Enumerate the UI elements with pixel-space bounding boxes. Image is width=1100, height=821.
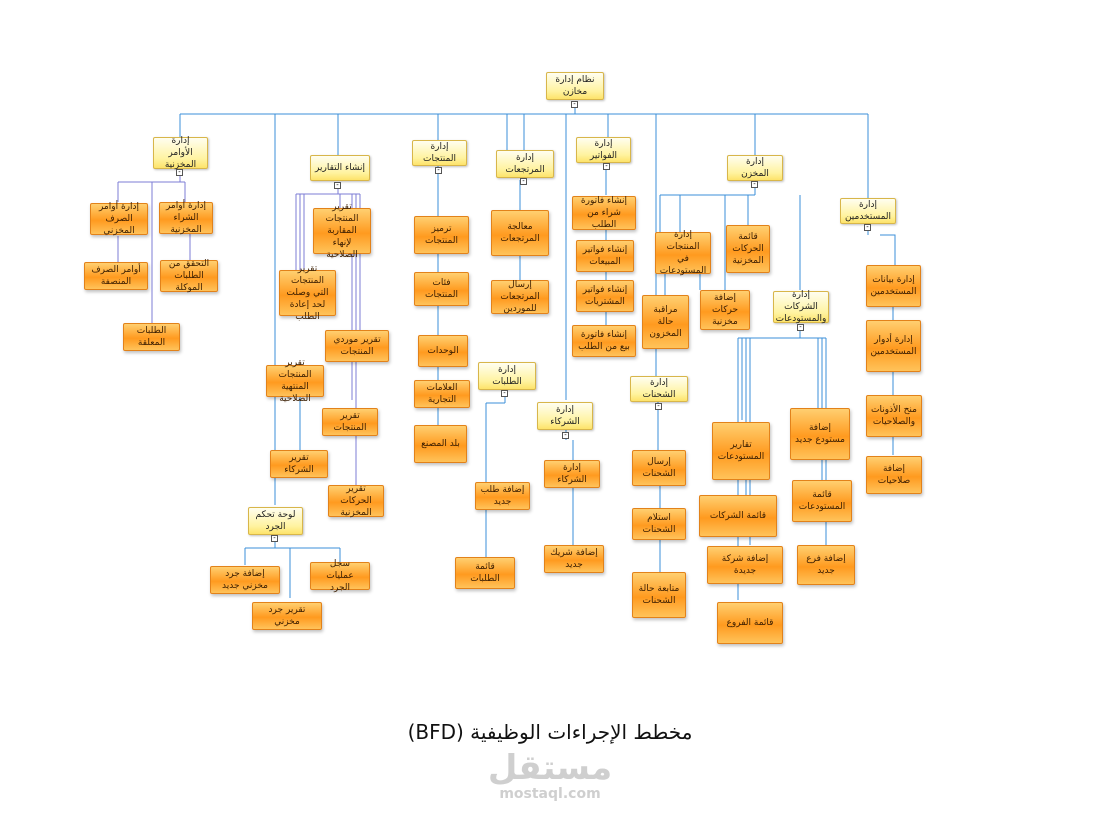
shipping-item-3[interactable]: متابعة حالة الشحنات	[632, 572, 686, 618]
invoices-item-2[interactable]: إنشاء فواتير المبيعات	[576, 240, 634, 272]
users-item-3[interactable]: منح الأذونات والصلاحيات	[866, 395, 922, 437]
branch-returns[interactable]: إدارة المرتجعات	[496, 150, 554, 178]
collapse-toggle-root[interactable]: -	[571, 100, 578, 108]
users-item-2[interactable]: إدارة أدوار المستخدمين	[866, 320, 921, 372]
products-item-2[interactable]: فئات المنتجات	[414, 272, 469, 306]
branch-requests[interactable]: إدارة الطلبات	[478, 362, 536, 390]
branch-shipping[interactable]: إدارة الشحنات	[630, 376, 688, 402]
users-item-1[interactable]: إدارة بيانات المستخدمين	[866, 265, 921, 307]
reports-item-3[interactable]: تقرير موردي المنتجات	[325, 330, 389, 362]
invoices-item-3[interactable]: إنشاء فواتير المشتريات	[576, 280, 634, 312]
companies-item-2[interactable]: قائمة الشركات	[699, 495, 777, 537]
companies-item-5[interactable]: إضافة مستودع جديد	[790, 408, 850, 460]
orders-item-5[interactable]: الطلبات المعلقة	[123, 323, 180, 351]
orders-item-1[interactable]: إدارة أوامر الصرف المخزني	[90, 202, 148, 236]
shipping-item-1[interactable]: إرسال الشحنات	[632, 450, 686, 486]
branch-orders[interactable]: إدارة الأوامر المخزنية	[153, 136, 208, 170]
orders-item-2[interactable]: إدارة أوامر الشراء المخزنية	[159, 201, 213, 235]
inventory-item-1[interactable]: إضافة جرد مخزني جديد	[210, 566, 280, 594]
requests-item-1[interactable]: إضافة طلب جديد	[475, 482, 530, 510]
inventory-item-3[interactable]: تقرير جرد مخزني	[252, 602, 322, 630]
shipping-item-2[interactable]: استلام الشحنات	[632, 508, 686, 540]
branch-reports[interactable]: إنشاء التقارير	[310, 155, 370, 181]
collapse-toggle-inventory[interactable]: -	[271, 534, 278, 542]
collapse-toggle-users[interactable]: -	[864, 223, 871, 231]
warehouse-item-3[interactable]: مراقبة حالة المخزون	[642, 295, 689, 349]
reports-item-7[interactable]: تقرير الحركات المخزنية	[328, 484, 384, 518]
returns-item-2[interactable]: إرسال المرتجعات للموردين	[491, 280, 549, 314]
inventory-item-2[interactable]: سجل عمليات الجرد	[310, 559, 370, 593]
products-item-4[interactable]: العلامات التجارية	[414, 380, 470, 408]
products-item-3[interactable]: الوحدات	[418, 335, 468, 367]
watermark-logo: مستقل	[487, 748, 613, 788]
collapse-toggle-partners[interactable]: -	[562, 431, 569, 439]
companies-item-1[interactable]: تقارير المستودعات	[712, 422, 770, 480]
companies-item-6[interactable]: قائمة المستودعات	[792, 480, 852, 522]
branch-warehouse[interactable]: إدارة المخزن	[727, 155, 783, 181]
warehouse-item-2[interactable]: قائمة الحركات المخزنية	[726, 225, 770, 273]
branch-inventory[interactable]: لوحة تحكم الجرد	[248, 507, 303, 535]
collapse-toggle-products[interactable]: -	[435, 166, 442, 174]
partners-item-2[interactable]: إضافة شريك جديد	[544, 545, 604, 573]
products-item-5[interactable]: بلد المصنع	[414, 425, 467, 463]
branch-partners[interactable]: إدارة الشركاء	[537, 402, 593, 430]
branch-companies[interactable]: إدارة الشركات والمستودعات	[773, 290, 829, 324]
products-item-1[interactable]: ترميز المنتجات	[414, 216, 469, 254]
collapse-toggle-companies[interactable]: -	[797, 323, 804, 331]
root-node[interactable]: نظام إدارة مخازن	[546, 72, 604, 100]
collapse-toggle-reports[interactable]: -	[334, 181, 341, 189]
companies-item-4[interactable]: قائمة الفروع	[717, 602, 783, 644]
reports-item-2[interactable]: تقرير المنتجات التي وصلت لحد إعادة الطلب	[279, 264, 336, 322]
reports-item-5[interactable]: تقرير المنتجات	[322, 408, 378, 436]
orders-item-4[interactable]: التحقق من الطلبات الموكلة	[160, 259, 218, 293]
collapse-toggle-shipping[interactable]: -	[655, 402, 662, 410]
collapse-toggle-invoices[interactable]: -	[603, 162, 610, 170]
watermark-url: mostaql.com	[499, 786, 601, 802]
branch-users[interactable]: إدارة المستخدمين	[840, 198, 896, 224]
returns-item-1[interactable]: معالجة المرتجعات	[491, 210, 549, 256]
invoices-item-4[interactable]: إنشاء فاتورة بيع من الطلب	[572, 325, 636, 357]
companies-item-3[interactable]: إضافة شركة جديدة	[707, 546, 783, 584]
collapse-toggle-orders[interactable]: -	[176, 168, 183, 176]
users-item-4[interactable]: إضافة صلاحيات	[866, 456, 922, 494]
branch-invoices[interactable]: إدارة الفواتير	[576, 137, 631, 163]
branch-products[interactable]: إدارة المنتجات	[412, 140, 467, 166]
reports-item-1[interactable]: تقرير المنتجات المقاربة لإنهاء الصلاحية	[313, 202, 371, 260]
warehouse-item-4[interactable]: إضافة حركات مخزنية	[700, 290, 750, 330]
companies-item-7[interactable]: إضافة فرع جديد	[797, 545, 855, 585]
collapse-toggle-warehouse[interactable]: -	[751, 180, 758, 188]
warehouse-item-1[interactable]: إدارة المنتجات في المستودعات	[655, 230, 711, 276]
reports-item-6[interactable]: تقرير الشركاء	[270, 450, 328, 478]
invoices-item-1[interactable]: إنشاء فاتورة شراء من الطلب	[572, 196, 636, 230]
partners-item-1[interactable]: إدارة الشركاء	[544, 460, 600, 488]
collapse-toggle-requests[interactable]: -	[501, 389, 508, 397]
collapse-toggle-returns[interactable]: -	[520, 177, 527, 185]
requests-item-2[interactable]: قائمة الطلبات	[455, 557, 515, 589]
orders-item-3[interactable]: أوامر الصرف المنصفة	[84, 262, 148, 290]
diagram-caption: مخطط الإجراءات الوظيفية (BFD)	[407, 720, 693, 744]
reports-item-4[interactable]: تقرير المنتجات المنتهية الصلاحية	[266, 358, 324, 404]
